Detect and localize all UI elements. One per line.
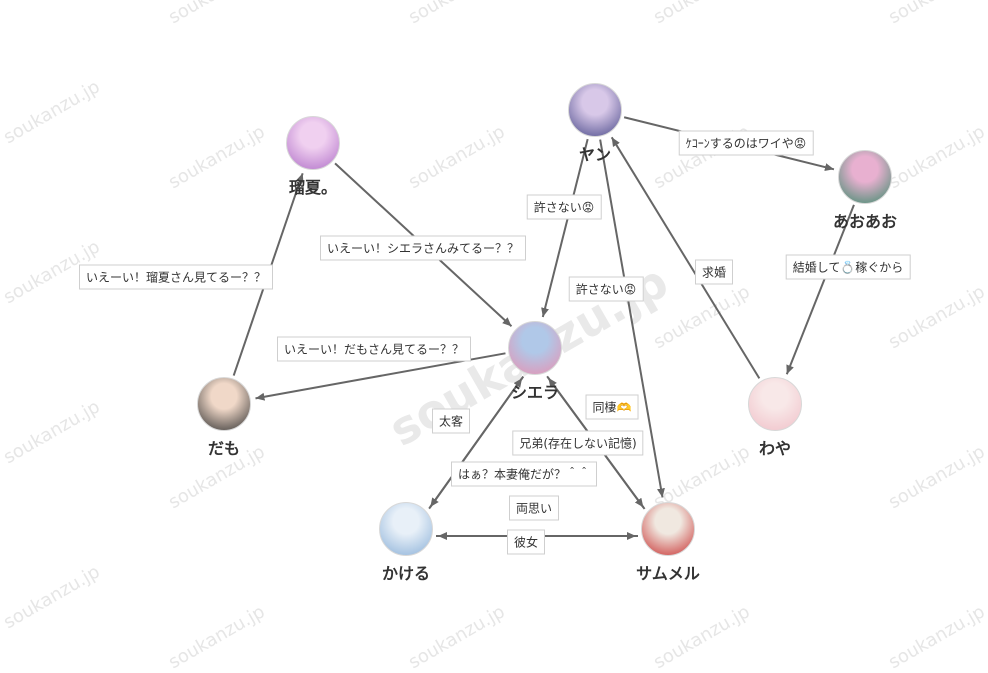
edge-label-yan-to-samumel: 許さない😡 — [568, 276, 644, 302]
edge-yan-to-siera — [541, 138, 589, 318]
node-name: シエラ — [510, 383, 559, 402]
edge-kakeru-to-siera — [428, 377, 523, 510]
avatar[interactable] — [379, 502, 433, 556]
edge-waya-to-yan — [610, 136, 761, 379]
avatar[interactable] — [748, 377, 802, 431]
node-name: だも — [207, 439, 240, 458]
node-name: かける — [381, 564, 430, 583]
avatar[interactable] — [286, 116, 340, 170]
edge-aoao-to-waya — [785, 204, 855, 375]
edge-label-kakeru-to-samumel: 彼女 — [506, 529, 546, 555]
avatar[interactable] — [508, 321, 562, 375]
edge-label-damo-to-ruka: いえーい！瑠夏さん見てるー？？ — [78, 264, 274, 290]
node-yan[interactable]: ヤン — [535, 83, 655, 165]
edge-label-waya-to-yan: 求婚 — [694, 259, 734, 285]
edge-label-samumel-to-kakeru: 両思い — [508, 495, 560, 521]
avatar[interactable] — [641, 502, 695, 556]
edge-label-siera-to-samumel: 兄弟(存在しない記憶) — [512, 430, 644, 456]
node-samumel[interactable]: サムメル — [608, 502, 728, 584]
edge-label-kakeru-to-siera: はぁ？本妻俺だが？＾＾ — [450, 461, 598, 487]
node-kakeru[interactable]: かける — [346, 502, 466, 584]
edge-yan-to-samumel — [599, 139, 665, 498]
node-name: 瑠夏。 — [288, 178, 337, 197]
node-waya[interactable]: わや — [715, 377, 835, 459]
edge-label-yan-to-aoao: ｹｺｰﾝするのはワイや😡 — [678, 130, 814, 156]
node-siera[interactable]: シエラ — [475, 321, 595, 403]
edge-label-ruka-to-siera: いえーい！シエラさんみてるー？？ — [319, 235, 527, 261]
edge-label-siera-to-kakeru: 太客 — [431, 408, 471, 434]
node-name: わや — [758, 439, 791, 458]
avatar[interactable] — [838, 150, 892, 204]
node-ruka[interactable]: 瑠夏。 — [253, 116, 373, 198]
node-name: あおあお — [832, 212, 897, 231]
node-name: サムメル — [636, 564, 700, 583]
node-damo[interactable]: だも — [164, 377, 284, 459]
avatar[interactable] — [568, 83, 622, 137]
avatar[interactable] — [197, 377, 251, 431]
node-name: ヤン — [578, 145, 611, 164]
edge-label-aoao-to-waya: 結婚して💍稼ぐから — [785, 254, 911, 280]
edge-label-siera-to-damo: いえーい！だもさん見てるー？？ — [276, 336, 472, 362]
edge-label-yan-to-siera: 許さない😡 — [526, 194, 602, 220]
node-aoao[interactable]: あおあお — [805, 150, 925, 232]
edge-label-samumel-to-siera: 同棲🫶 — [585, 394, 639, 420]
